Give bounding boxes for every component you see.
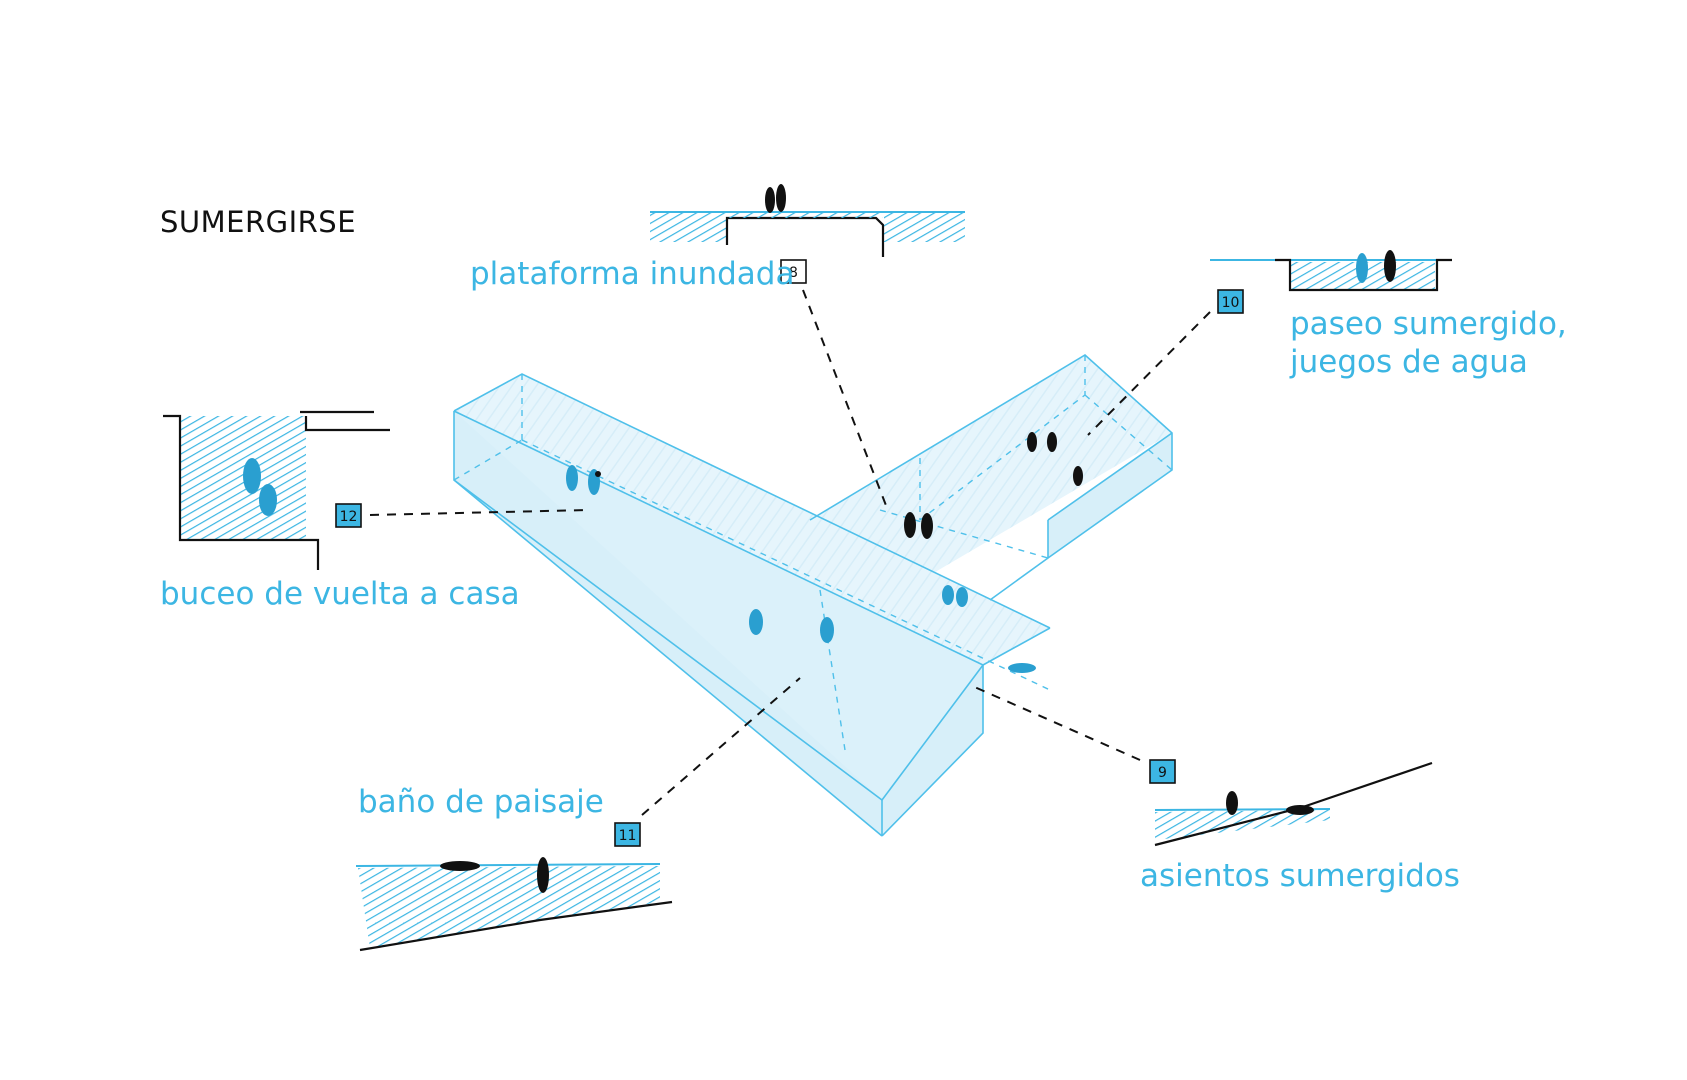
callout-box-11: 11: [614, 822, 641, 847]
section-platform: [650, 184, 965, 257]
callout-box-9: 9: [1149, 759, 1176, 784]
pool-figures: [566, 432, 1083, 673]
section-bath: [355, 857, 673, 952]
diagram-title: SUMERGIRSE: [160, 205, 356, 239]
callout-box-8: 8: [780, 259, 807, 284]
callout-box-12: 12: [335, 503, 362, 528]
label-asientos-sumergidos: asientos sumergidos: [1140, 858, 1460, 894]
isometric-pool: [453, 354, 1173, 837]
svg-text:10: 10: [1222, 295, 1240, 311]
label-plataforma-inundada: plataforma inundada: [470, 256, 794, 292]
svg-text:11: 11: [619, 828, 637, 844]
label-bano-de-paisaje: baño de paisaje: [358, 784, 604, 820]
leader-11: [641, 677, 801, 816]
leader-8: [802, 289, 888, 509]
label-paseo-sumergido-line2: juegos de agua: [1289, 344, 1528, 380]
leader-9: [969, 684, 1141, 761]
section-seats: [1154, 761, 1433, 847]
label-buceo-de-vuelta-a-casa: buceo de vuelta a casa: [160, 576, 520, 612]
svg-text:9: 9: [1158, 765, 1167, 781]
svg-text:8: 8: [789, 265, 798, 281]
leader-10: [1087, 311, 1211, 436]
callout-box-10: 10: [1217, 289, 1244, 314]
label-paseo-sumergido-line1: paseo sumergido,: [1290, 306, 1567, 342]
section-walk: [1210, 250, 1452, 292]
leader-lines: [369, 289, 1211, 816]
section-dive: [163, 410, 390, 570]
pool-short-wing-side: [1048, 433, 1172, 558]
svg-text:12: 12: [340, 509, 358, 525]
leader-12: [369, 509, 591, 516]
